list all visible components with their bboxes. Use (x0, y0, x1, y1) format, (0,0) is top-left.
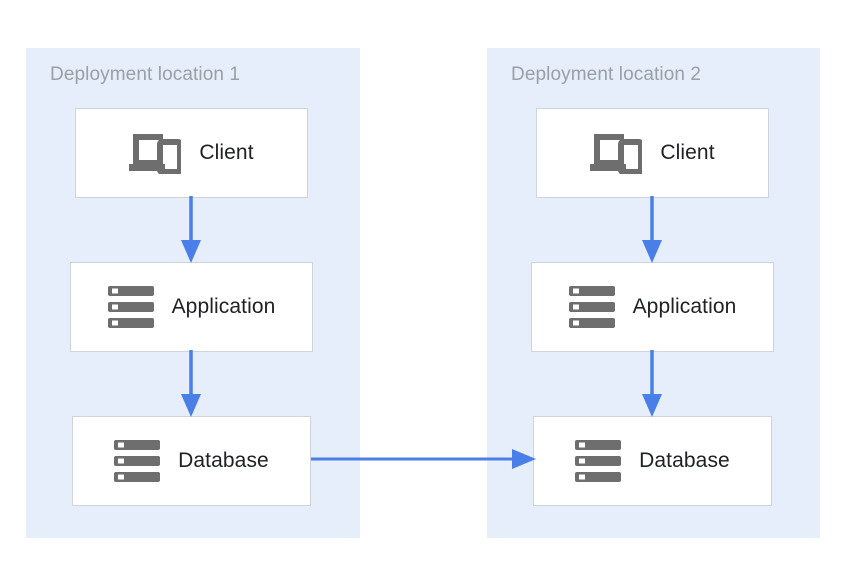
node-label-application-1: Application (171, 295, 276, 318)
arrow-application-to-database-2 (639, 350, 665, 418)
node-application-2[interactable]: Application (531, 262, 774, 352)
node-application-1[interactable]: Application (70, 262, 313, 352)
node-database-1[interactable]: Database (72, 416, 311, 506)
server-stack-icon (568, 286, 615, 328)
server-stack-icon (575, 440, 622, 482)
arrow-client-to-application-1 (178, 196, 204, 264)
node-client-1[interactable]: Client (75, 108, 308, 198)
node-label-application-2: Application (632, 295, 737, 318)
server-stack-icon (107, 286, 154, 328)
node-label-database-2: Database (639, 449, 730, 472)
node-label-database-1: Database (178, 449, 269, 472)
node-label-client-1: Client (199, 141, 254, 164)
zone-label-1: Deployment location 1 (50, 64, 241, 85)
zone-label-2: Deployment location 2 (511, 64, 702, 85)
arrow-application-to-database-1 (178, 350, 204, 418)
client-devices-icon (129, 132, 182, 174)
node-client-2[interactable]: Client (536, 108, 769, 198)
server-stack-icon (114, 440, 161, 482)
client-devices-icon (590, 132, 643, 174)
node-database-2[interactable]: Database (533, 416, 772, 506)
node-label-client-2: Client (660, 141, 715, 164)
arrow-client-to-application-2 (639, 196, 665, 264)
arrow-database-to-database-replication (311, 446, 537, 472)
